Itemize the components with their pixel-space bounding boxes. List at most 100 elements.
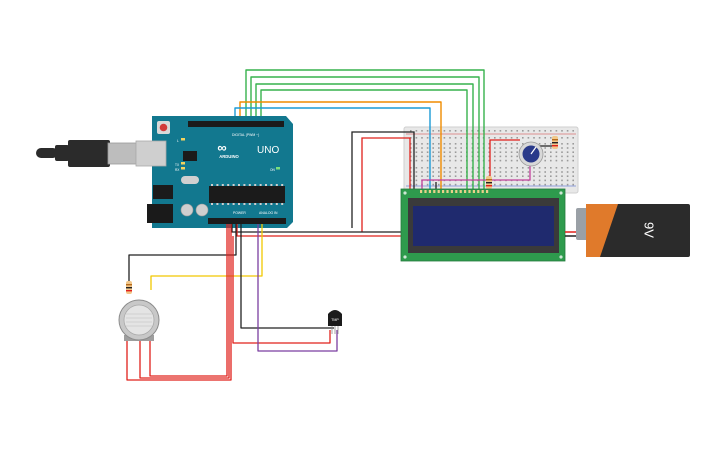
led-label-tx: TX xyxy=(175,163,180,167)
breadboard-hole xyxy=(438,155,440,158)
breadboard-hole xyxy=(488,155,490,158)
9v-battery[interactable]: 9V xyxy=(576,204,690,257)
breadboard-hole xyxy=(477,167,479,169)
breadboard-hole xyxy=(438,137,440,139)
breadboard-hole xyxy=(454,183,457,186)
breadboard-hole xyxy=(538,171,541,173)
breadboard-hole xyxy=(460,143,462,145)
breadboard-hole xyxy=(460,167,462,169)
breadboard-hole xyxy=(438,167,440,169)
breadboard-hole xyxy=(566,137,569,139)
breadboard-hole xyxy=(561,147,563,149)
sensor-label: TMP xyxy=(331,318,339,322)
breadboard-hole xyxy=(499,137,502,139)
lcd-screen xyxy=(413,206,554,246)
breadboard-hole xyxy=(522,137,524,139)
breadboard-hole xyxy=(572,167,574,169)
chip-pin xyxy=(232,184,235,186)
lcd-16x2-display[interactable] xyxy=(400,188,566,262)
breadboard-hole xyxy=(538,183,541,186)
breadboard-hole xyxy=(449,147,451,149)
breadboard-hole xyxy=(494,147,496,149)
breadboard-hole xyxy=(410,183,412,186)
gas-sensor[interactable] xyxy=(118,299,160,341)
chip-pin xyxy=(248,184,251,186)
breadboard-hole xyxy=(544,130,546,132)
breadboard-hole xyxy=(555,175,558,177)
breadboard-hole xyxy=(410,143,412,145)
arduino-uno-board[interactable]: ∞ ARDUINO UNO DIGITAL (PWM ~) POWER ANAL… xyxy=(36,116,293,228)
breadboard-hole xyxy=(561,167,563,169)
breadboard-hole xyxy=(460,151,462,153)
breadboard-hole xyxy=(449,175,451,177)
breadboard-hole xyxy=(550,147,552,149)
breadboard-hole xyxy=(522,167,524,169)
breadboard-hole xyxy=(443,130,446,132)
breadboard-hole xyxy=(477,183,479,186)
temperature-sensor[interactable]: TMP xyxy=(328,310,342,334)
resistor[interactable] xyxy=(486,176,492,189)
breadboard-hole xyxy=(454,159,457,162)
chip-pin xyxy=(232,203,235,205)
breadboard-hole xyxy=(544,159,546,162)
breadboard-hole xyxy=(527,130,530,132)
digital-header-label: DIGITAL (PWM ~) xyxy=(232,133,259,137)
breadboard-hole xyxy=(454,143,457,145)
breadboard-hole xyxy=(555,155,558,158)
breadboard-hole xyxy=(410,179,412,182)
power-analog-header xyxy=(208,218,286,224)
breadboard-hole xyxy=(572,183,574,186)
usb-cable-plug[interactable] xyxy=(36,140,139,167)
breadboard-hole xyxy=(544,183,546,186)
breadboard-hole xyxy=(510,155,513,158)
reset-button[interactable] xyxy=(159,123,168,132)
breadboard-hole xyxy=(550,151,552,153)
breadboard-hole xyxy=(572,130,574,132)
resistor[interactable] xyxy=(126,281,132,294)
chip-pin xyxy=(275,203,278,205)
breadboard-hole xyxy=(499,171,502,173)
breadboard-hole xyxy=(510,175,513,177)
breadboard-hole xyxy=(555,151,558,153)
chip-pin xyxy=(211,203,213,205)
breadboard-hole xyxy=(426,167,429,169)
breadboard-hole xyxy=(426,130,429,132)
breadboard-hole xyxy=(426,151,429,153)
breadboard-hole xyxy=(488,137,490,139)
breadboard-hole xyxy=(505,151,507,153)
breadboard-hole xyxy=(533,171,535,173)
breadboard-hole xyxy=(443,147,446,149)
wire-bundle-top xyxy=(234,69,485,190)
breadboard-hole xyxy=(561,159,563,162)
breadboard-hole xyxy=(572,159,574,162)
chip-pin xyxy=(270,203,273,205)
breadboard-hole xyxy=(410,151,412,153)
chip-pin xyxy=(281,184,284,186)
breadboard-hole xyxy=(410,155,412,158)
breadboard-hole xyxy=(443,159,446,162)
breadboard-hole xyxy=(449,143,451,145)
breadboard-hole xyxy=(421,171,423,173)
breadboard-hole xyxy=(432,155,434,158)
breadboard-hole xyxy=(415,183,418,186)
breadboard-hole xyxy=(426,143,429,145)
breadboard-hole xyxy=(454,151,457,153)
breadboard-hole xyxy=(477,171,479,173)
breadboard-hole xyxy=(499,151,502,153)
breadboard-hole xyxy=(516,175,518,177)
breadboard-hole xyxy=(432,167,434,169)
breadboard-hole xyxy=(533,167,535,169)
wire-red-tmp xyxy=(232,236,331,344)
breadboard-hole xyxy=(516,159,518,162)
breadboard-hole xyxy=(572,179,574,182)
lcd-pin xyxy=(459,190,462,193)
power-label: POWER xyxy=(233,211,246,215)
breadboard-hole xyxy=(421,159,423,162)
breadboard-hole xyxy=(566,171,569,173)
potentiometer-knob[interactable] xyxy=(518,141,544,167)
resistor[interactable] xyxy=(552,136,558,149)
breadboard-hole xyxy=(488,171,490,173)
breadboard-hole xyxy=(566,147,569,149)
breadboard-hole xyxy=(566,183,569,186)
breadboard-hole xyxy=(561,171,563,173)
